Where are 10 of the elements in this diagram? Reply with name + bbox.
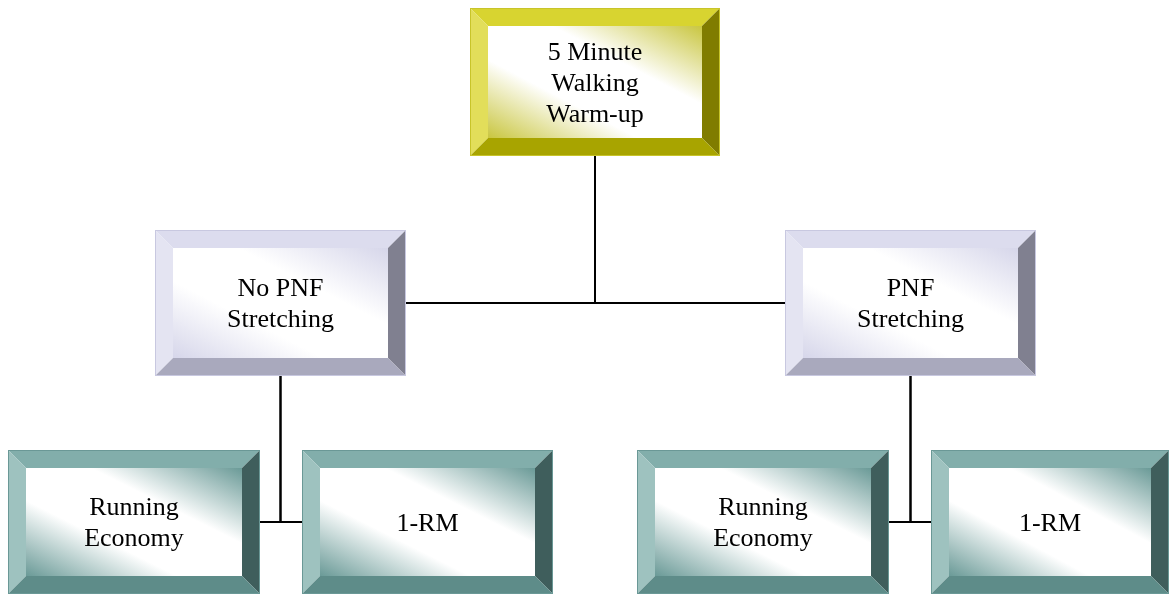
box-label: No PNF Stretching: [226, 272, 335, 334]
connector-line: [279, 375, 303, 523]
box-label: 1-RM: [1017, 506, 1083, 538]
box-label: 5 Minute Walking Warm-up: [545, 35, 645, 129]
connector-line: [594, 155, 786, 304]
box-label: Running Economy: [83, 491, 185, 553]
box-label: Running Economy: [712, 491, 814, 553]
box-label: PNF Stretching: [856, 272, 965, 334]
box-label: 1-RM: [395, 506, 460, 538]
connector-line: [909, 375, 932, 523]
